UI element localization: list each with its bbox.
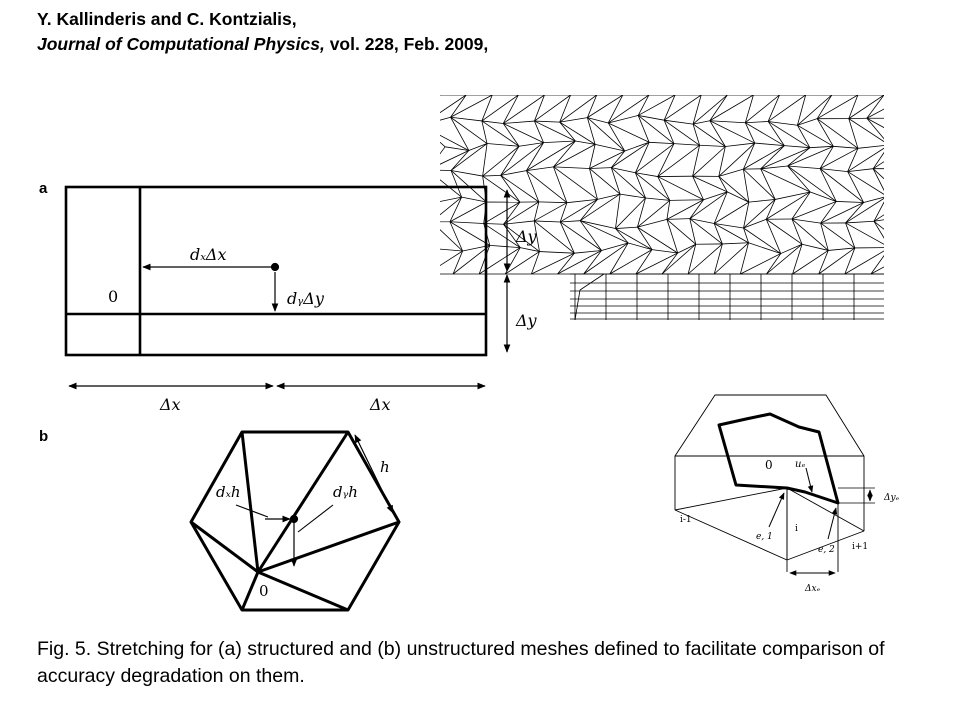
grid-outline [64,185,488,357]
citation: Y. Kallinderis and C. Kontzialis, Journa… [37,7,488,57]
e2-arrow [827,507,838,540]
delta-xe-label: Δxₑ [804,584,821,594]
e1-label: e, 1 [756,532,773,542]
hexagon-point [289,514,299,524]
ue-arrow [805,467,814,493]
citation-journal: Journal of Computational Physics, [37,34,325,54]
cell-origin-label: 0 [765,458,773,472]
i-label: i [795,524,798,534]
hexagon-origin-label: 0 [259,582,269,600]
citation-authors: Y. Kallinderis and C. Kontzialis, [37,9,297,29]
structured-grid [64,185,511,390]
i-minus-1-label: i-1 [680,515,692,525]
delta-x-left-label: Δx [159,395,181,414]
delta-ye-label: Δyₑ [883,493,900,503]
dxh-label: dₓh [216,483,241,501]
extruded-cell [674,394,875,576]
dyh-label: dᵧh [333,483,358,501]
dy-delta-y-label: dᵧΔy [287,289,325,308]
dx-delta-x-label: dₓΔx [190,245,227,264]
hexagon-labels: h dₓh dᵧh 0 [216,458,390,600]
ue-label: uₑ [795,459,805,470]
cell-labels: 0 uₑ Δyₑ Δxₑ i-1 i i+1 e, 1 e, 2 [680,458,900,594]
h-label: h [380,458,390,476]
figure-caption: Fig. 5. Stretching for (a) structured an… [37,638,885,687]
citation-journal-line: Journal of Computational Physics, vol. 2… [37,32,488,57]
delta-y-top-label: Δy [515,227,538,246]
structured-origin-label: 0 [108,287,118,306]
e1-arrow [768,492,785,528]
structured-labels: dₓΔx dᵧΔy 0 Δx Δx Δy Δy [108,227,538,414]
panel-a-label: a [39,180,48,197]
panel-b-label: b [39,428,49,445]
hybrid-mesh [440,95,884,320]
delta-x-right-label: Δx [369,395,391,414]
i-plus-1-label: i+1 [852,542,868,552]
control-volume-outline [717,412,840,505]
citation-volume: vol. 228, Feb. 2009, [324,34,489,54]
grid-point [270,262,280,272]
hexagon-cell [189,430,401,612]
e2-label: e, 2 [818,545,835,555]
delta-y-bottom-label: Δy [515,311,538,330]
h-arrow [354,434,394,514]
